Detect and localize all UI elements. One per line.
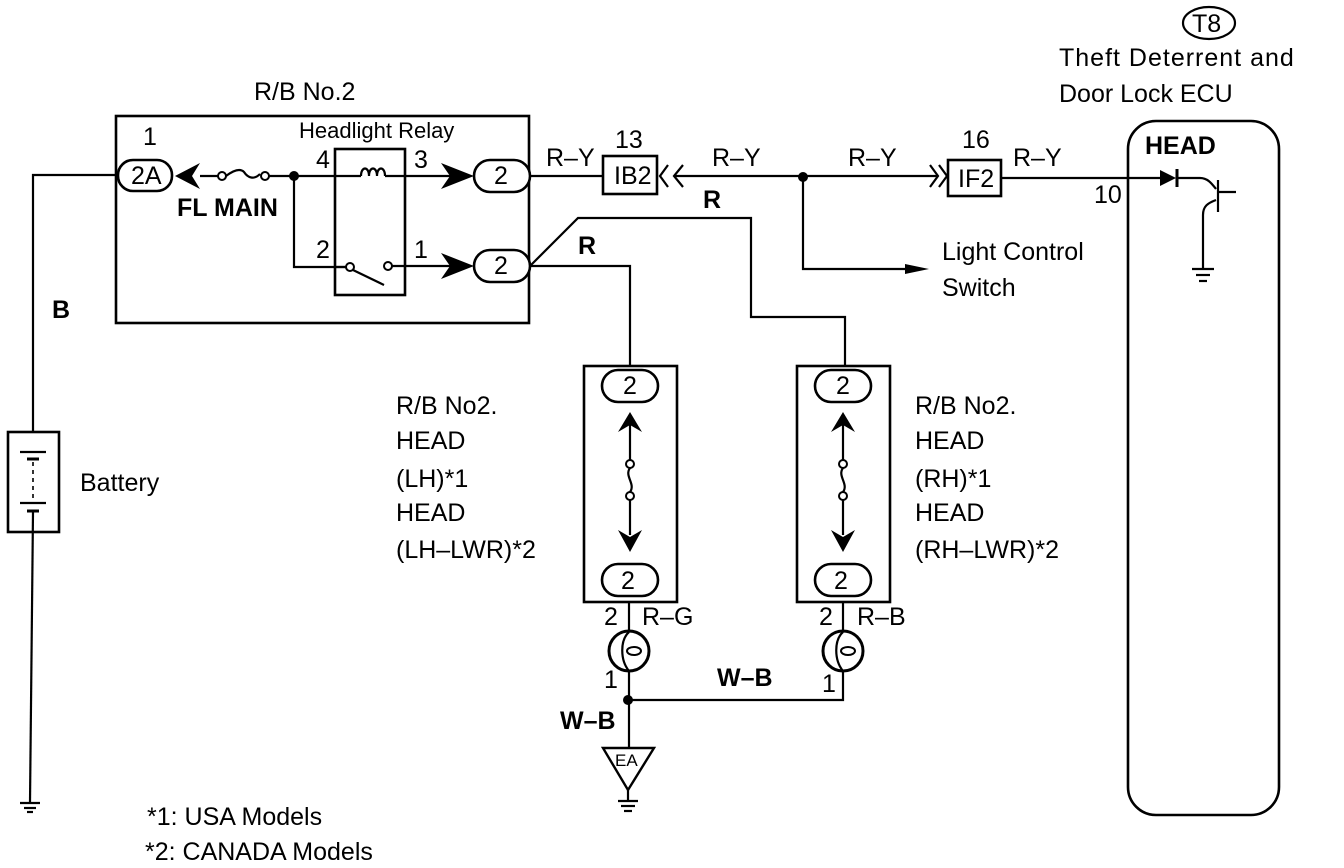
fuse-rh-top-connector <box>813 368 873 404</box>
connector-if2-label: IF2 <box>958 165 994 193</box>
wire-ry-3-label: R–Y <box>848 144 897 172</box>
fuse-lh-label-line5: (LH–LWR)*2 <box>396 536 536 564</box>
fuse-lh-top-connector-label: 2 <box>623 372 637 400</box>
wire-r-lower <box>530 264 632 366</box>
fuse-lh-top-connector <box>600 368 660 404</box>
headlight-relay-label: Headlight Relay <box>299 118 454 143</box>
ecu-name-line2: Door Lock ECU <box>1059 80 1233 108</box>
wire-ry-4-label: R–Y <box>1013 144 1062 172</box>
relay-pin-1: 1 <box>414 236 428 264</box>
ecu-code: T8 <box>1192 10 1221 38</box>
wire-rg-label: R–G <box>642 603 693 631</box>
fuse-rh-bottom-connector-label: 2 <box>834 567 848 595</box>
terminal-arrow-icon <box>441 253 474 279</box>
wire-r-upper <box>529 216 847 366</box>
terminal-arrow-icon <box>175 163 200 189</box>
terminal-arrow-icon <box>618 412 642 432</box>
if2-terminal-icon <box>929 164 940 188</box>
fuse-rh-bottom-connector <box>813 562 873 598</box>
fuse-rh: 2 2 <box>795 364 892 604</box>
relay-body <box>333 147 407 297</box>
arrow-right-icon <box>905 264 929 274</box>
wire-r-lower-label: R <box>578 232 596 260</box>
ground-point-ea: EA <box>600 746 657 813</box>
lamp-rh-pin-bottom: 1 <box>822 670 836 698</box>
headlamp-rh-icon <box>821 629 865 673</box>
relay-output-connector-lower-label: 2 <box>494 252 508 280</box>
connector-ib2 <box>601 154 659 196</box>
ecu-terminal-head: HEAD <box>1145 132 1216 160</box>
fuse-icon <box>838 459 848 469</box>
if2-pin: 16 <box>962 126 990 154</box>
note-2: *2: CANADA Models <box>145 838 373 866</box>
fuse-lh-bottom-connector-label: 2 <box>621 567 635 595</box>
relay-pin-3: 3 <box>414 146 428 174</box>
wire-r-upper-label: R <box>703 186 721 214</box>
wire-to-light-control-switch <box>801 177 905 271</box>
terminal-arrow-icon <box>618 530 642 552</box>
fl-main-label: FL MAIN <box>177 194 278 222</box>
fuse-rh-label-line5: (RH–LWR)*2 <box>915 536 1059 564</box>
note-1: *1: USA Models <box>147 803 322 831</box>
light-control-switch-label-line2: Switch <box>942 274 1016 302</box>
headlamp-lh-icon <box>607 629 651 673</box>
fuse-icon <box>625 459 635 469</box>
fuse-lh-bottom-connector <box>600 562 660 598</box>
battery-label: Battery <box>80 469 160 497</box>
lamp-lh-pin-bottom: 1 <box>604 666 618 694</box>
wire-b-label: B <box>52 296 70 324</box>
terminal-arrow-icon <box>441 163 474 189</box>
lamp-lh-pin-top: 2 <box>604 603 618 631</box>
relay-block-title: R/B No.2 <box>254 78 355 106</box>
terminal-arrow-icon <box>831 530 855 552</box>
fuse-lh: 2 2 <box>582 364 679 604</box>
connector-2a-label: 2A <box>131 162 162 190</box>
wire-wb-vertical-label: W–B <box>560 707 616 735</box>
ecu-pin-10: 10 <box>1094 181 1122 209</box>
ecu-body <box>1126 119 1281 817</box>
relay-block-box <box>114 114 531 325</box>
relay-output-connector-upper-label: 2 <box>494 162 508 190</box>
ib2-pin: 13 <box>615 126 643 154</box>
wire-b <box>31 173 118 432</box>
light-control-switch-label-line1: Light Control <box>942 238 1084 266</box>
fuse-rh-label-line1: R/B No2. <box>915 392 1016 420</box>
fuse-lh-label-line2: HEAD <box>396 427 465 455</box>
connector-ib2-label: IB2 <box>614 162 652 190</box>
wire-wb-horizontal-label: W–B <box>717 664 773 692</box>
fuse-lh-label-line4: HEAD <box>396 499 465 527</box>
ground-point-ea-label: EA <box>615 751 638 770</box>
relay-pin-2: 2 <box>316 236 330 264</box>
ib2-terminal-icon <box>658 164 669 188</box>
ecu-code-badge <box>1181 5 1237 41</box>
terminal-arrow-icon <box>831 412 855 432</box>
fuse-rh-label-line2: HEAD <box>915 427 984 455</box>
ground-icon <box>20 801 40 814</box>
fuse-rh-label-line4: HEAD <box>915 499 984 527</box>
ecu-transistor-icon <box>1160 169 1236 283</box>
fuse-lh-label-line1: R/B No2. <box>396 392 497 420</box>
wire-ry-1-label: R–Y <box>546 144 595 172</box>
relay-pin-4: 4 <box>316 146 330 174</box>
fuse-lh-label-line3: (LH)*1 <box>396 465 468 493</box>
wire-ry-2-label: R–Y <box>712 144 761 172</box>
wire-rb-label: R–B <box>857 603 906 631</box>
lamp-rh-pin-top: 2 <box>819 603 833 631</box>
fuse-rh-label-line3: (RH)*1 <box>915 465 991 493</box>
fuse-rh-top-connector-label: 2 <box>836 372 850 400</box>
battery-ground-wire <box>28 511 35 803</box>
ecu-name-line1: Theft Deterrent and <box>1059 44 1295 72</box>
fusible-link-icon <box>217 168 270 181</box>
input-pin-number: 1 <box>143 123 157 151</box>
wire-wb-horizontal <box>628 671 845 702</box>
